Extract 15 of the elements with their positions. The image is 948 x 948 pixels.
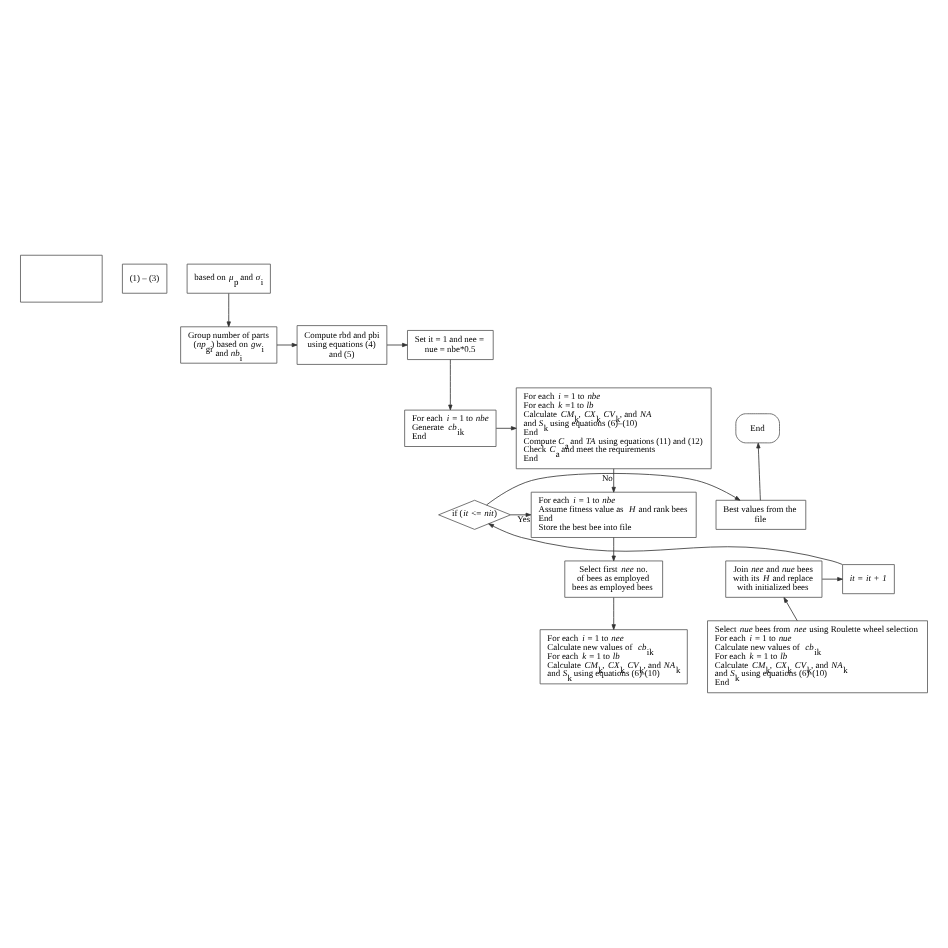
arrow (495, 426, 517, 431)
arrow (821, 577, 843, 582)
arrow (756, 442, 761, 501)
arrow (783, 597, 798, 622)
arrow (611, 597, 616, 630)
arrow (448, 359, 453, 411)
arrow (386, 342, 408, 348)
node-box (20, 254, 103, 303)
arrow (276, 342, 298, 348)
arrow (611, 537, 616, 562)
arrow (488, 523, 843, 565)
arrow (510, 512, 532, 517)
arrow (611, 468, 616, 493)
arrow (226, 293, 231, 328)
arrow (486, 473, 741, 506)
